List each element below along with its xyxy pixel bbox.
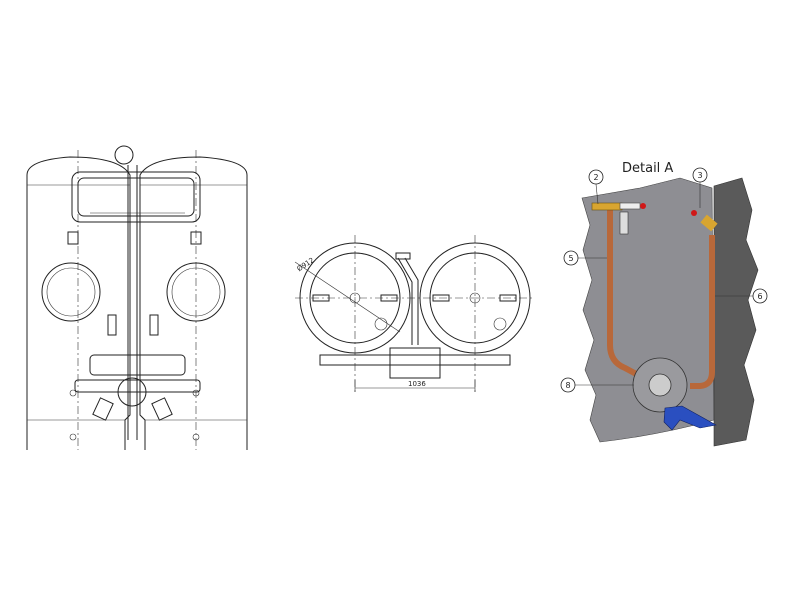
callout-6: 6: [715, 288, 768, 304]
copper-pipes: [607, 210, 715, 389]
top-view: Ø912 1036: [294, 235, 535, 395]
callout-3: 3: [692, 167, 708, 208]
wall-edge: [713, 177, 759, 447]
flange: [632, 357, 688, 413]
front-view: [26, 145, 248, 450]
detail-title: Detail A: [622, 161, 673, 176]
svg-text:2: 2: [593, 173, 598, 182]
manhole-right: [166, 262, 226, 322]
svg-text:5: 5: [568, 254, 573, 263]
callout-5: 5: [563, 250, 607, 266]
svg-text:3: 3: [697, 171, 702, 180]
diameter-label: Ø912: [296, 256, 316, 273]
spacing-dimension: 1036: [408, 380, 426, 388]
svg-text:6: 6: [757, 292, 762, 301]
detail-a: Detail A 2 3 5: [560, 161, 768, 447]
manhole-left: [41, 262, 101, 322]
callout-8: 8: [560, 377, 634, 393]
front-piping: [71, 145, 201, 440]
callout-2: 2: [588, 169, 604, 205]
diameter-leader: [294, 261, 401, 333]
svg-text:8: 8: [565, 381, 570, 390]
butterfly-valve-handle: [663, 405, 717, 431]
